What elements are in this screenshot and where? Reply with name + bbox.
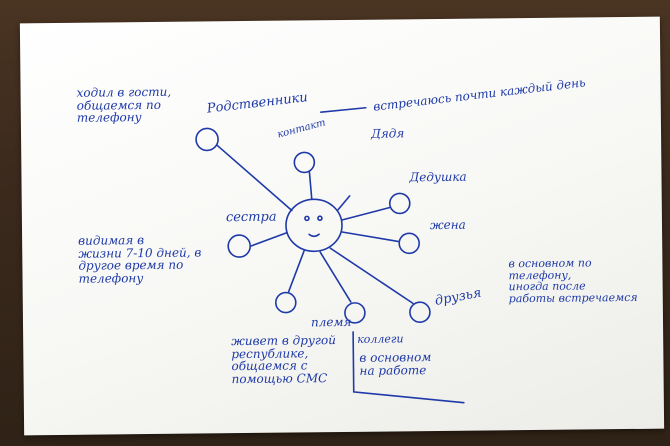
label-sister: сестра — [225, 209, 277, 226]
circle-nephew — [344, 302, 366, 324]
sketch-strokes — [195, 106, 465, 404]
label-uncle: Дядя — [370, 126, 405, 141]
note-left-middle: видимая в жизни 7-10 дней, в другое врем… — [78, 233, 202, 286]
label-nephew: племя- — [310, 314, 356, 330]
line-uncle — [337, 195, 351, 211]
label-grandfather: Дедушка — [409, 169, 467, 185]
circle-friends — [409, 301, 431, 323]
colleagues-bracket — [352, 331, 465, 404]
circle-sister — [227, 234, 252, 258]
center-eye-right — [317, 215, 323, 222]
center-mouth — [308, 233, 320, 238]
line-top-left — [216, 144, 293, 212]
line-friends — [329, 247, 414, 305]
note-bottom-center: живет в другой республике, общаемся с по… — [231, 333, 336, 386]
line-wife — [341, 231, 399, 243]
note-bottom-right: в основном на работе — [359, 350, 432, 378]
label-wife: жена — [429, 217, 466, 233]
line-relative — [308, 171, 313, 200]
line-grandfather — [341, 206, 391, 221]
circle-grandfather — [388, 192, 411, 215]
center-eye-left — [304, 215, 310, 222]
paper-sheet: ходил в гости, общаемся по телефону Родс… — [19, 16, 665, 436]
label-colleagues: коллеги — [357, 332, 404, 346]
contacts-arrow — [320, 106, 367, 114]
center-person-circle — [285, 198, 343, 253]
note-right-middle: в основном по телефону, иногда после раб… — [508, 256, 638, 305]
line-nephew — [319, 251, 352, 303]
line-niece — [287, 249, 306, 293]
circle-top-left — [195, 127, 219, 152]
note-top-left: ходил в гости, общаемся по телефону — [76, 84, 172, 125]
line-sister — [250, 231, 288, 247]
circle-relative — [293, 151, 316, 174]
circle-wife — [398, 232, 420, 255]
circle-niece — [274, 291, 297, 314]
